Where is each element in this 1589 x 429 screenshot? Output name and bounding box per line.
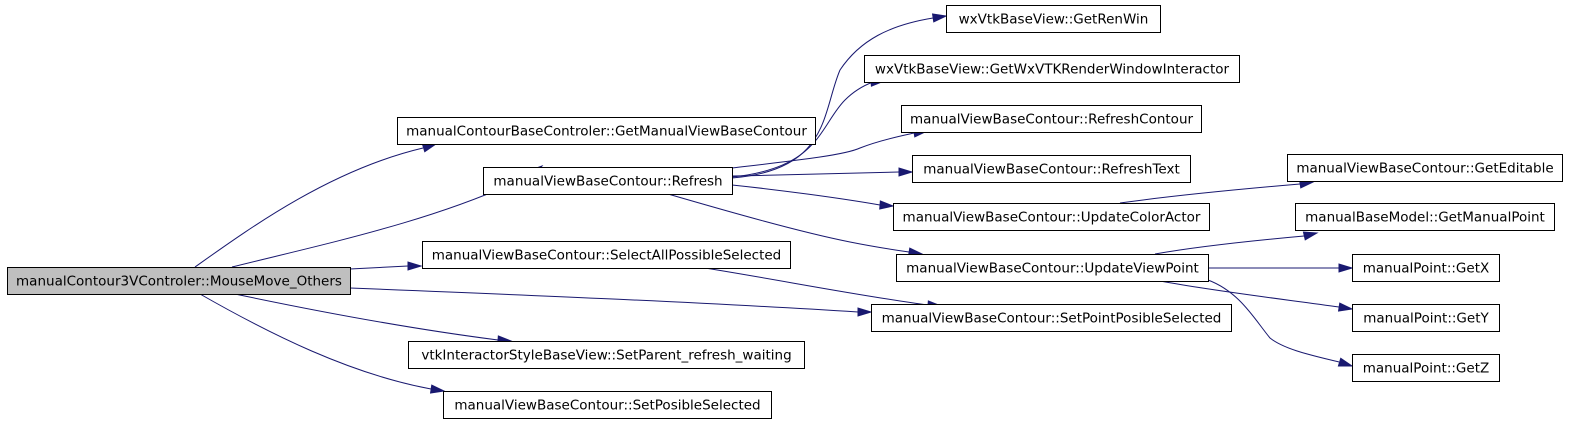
call-graph-node[interactable]: manualViewBaseContour::RefreshContour bbox=[901, 105, 1202, 133]
node-box bbox=[946, 5, 1161, 33]
node-box bbox=[1352, 254, 1500, 282]
node-box bbox=[1287, 154, 1563, 182]
edge-n2-to-n10 bbox=[731, 167, 914, 177]
call-graph-node[interactable]: wxVtkBaseView::GetWxVTKRenderWindowInter… bbox=[864, 55, 1240, 83]
edge-n0-to-n5 bbox=[234, 293, 513, 345]
edge-n12-to-n17 bbox=[1207, 279, 1354, 367]
call-graph-node[interactable]: manualPoint::GetX bbox=[1352, 254, 1500, 282]
node-label: manualViewBaseContour::SetPosibleSelecte… bbox=[454, 398, 760, 414]
node-label: manualContourBaseControler::GetManualVie… bbox=[406, 124, 807, 140]
node-box bbox=[483, 167, 733, 195]
call-graph-root-node[interactable]: manualContour3VControler::MouseMove_Othe… bbox=[7, 267, 351, 295]
edge-n0-to-n1 bbox=[194, 143, 438, 268]
call-graph-node[interactable]: manualViewBaseContour::UpdateColorActor bbox=[893, 203, 1210, 231]
node-box bbox=[7, 267, 351, 295]
call-graph-node[interactable]: manualViewBaseContour::UpdateViewPoint bbox=[896, 254, 1209, 282]
call-graph-node[interactable]: manualViewBaseContour::RefreshText bbox=[912, 155, 1191, 183]
edge-line bbox=[1119, 183, 1301, 204]
edge-line bbox=[731, 184, 881, 206]
arrowhead-icon bbox=[898, 167, 914, 177]
call-graph-node[interactable]: manualViewBaseContour::SetPosibleSelecte… bbox=[443, 391, 772, 419]
call-graph-node[interactable]: manualViewBaseContour::SetPointPosibleSe… bbox=[871, 304, 1232, 332]
node-box bbox=[901, 105, 1202, 133]
node-box bbox=[422, 241, 791, 269]
edge-line bbox=[349, 287, 859, 313]
call-graph-node[interactable]: manualContourBaseControler::GetManualVie… bbox=[397, 117, 816, 145]
node-label: manualViewBaseContour::UpdateViewPoint bbox=[906, 261, 1199, 277]
node-box bbox=[871, 304, 1232, 332]
arrowhead-icon bbox=[1337, 302, 1354, 312]
edge-line bbox=[1207, 279, 1340, 363]
edge-n2-to-n11 bbox=[731, 184, 895, 210]
node-box bbox=[1295, 203, 1555, 231]
node-box bbox=[896, 254, 1209, 282]
edge-n0-to-n4 bbox=[349, 287, 873, 317]
edge-line bbox=[731, 171, 900, 177]
node-label: manualPoint::GetZ bbox=[1363, 361, 1489, 377]
node-label: manualPoint::GetY bbox=[1363, 311, 1489, 327]
call-graph-node[interactable]: manualPoint::GetZ bbox=[1352, 354, 1500, 382]
arrowhead-icon bbox=[1338, 263, 1354, 273]
node-box bbox=[443, 391, 772, 419]
node-label: wxVtkBaseView::GetRenWin bbox=[959, 12, 1149, 28]
node-label: manualViewBaseContour::GetEditable bbox=[1296, 161, 1553, 177]
arrowhead-icon bbox=[931, 13, 948, 23]
edge-line bbox=[731, 81, 874, 178]
arrowhead-icon bbox=[879, 200, 895, 210]
edge-line bbox=[194, 147, 424, 268]
node-label: vtkInteractorStyleBaseView::SetParent_re… bbox=[421, 348, 791, 364]
edge-line bbox=[667, 193, 910, 253]
edge-line bbox=[234, 293, 499, 341]
arrowhead-icon bbox=[429, 384, 446, 394]
edge-n12-to-n14 bbox=[1154, 231, 1319, 255]
edge-n0-to-n6 bbox=[199, 293, 446, 394]
arrowhead-icon bbox=[1337, 357, 1354, 367]
node-box bbox=[1352, 304, 1500, 332]
call-graph-node[interactable]: wxVtkBaseView::GetRenWin bbox=[946, 5, 1161, 33]
edge-line bbox=[1154, 235, 1305, 255]
edge-line bbox=[731, 17, 934, 179]
arrowhead-icon bbox=[1302, 231, 1319, 241]
call-graph-node[interactable]: vtkInteractorStyleBaseView::SetParent_re… bbox=[408, 341, 805, 369]
node-label: wxVtkBaseView::GetWxVTKRenderWindowInter… bbox=[875, 62, 1230, 78]
edge-line bbox=[349, 265, 409, 270]
arrowhead-icon bbox=[421, 143, 438, 153]
node-box bbox=[893, 203, 1210, 231]
call-graph-nodes: manualContour3VControler::MouseMove_Othe… bbox=[7, 5, 1563, 419]
node-label: manualContour3VControler::MouseMove_Othe… bbox=[16, 274, 342, 290]
call-graph-node[interactable]: manualViewBaseContour::Refresh bbox=[483, 167, 733, 195]
edge-n0-to-n3 bbox=[349, 261, 423, 271]
call-graph-node[interactable]: manualBaseModel::GetManualPoint bbox=[1295, 203, 1555, 231]
node-label: manualViewBaseContour::Refresh bbox=[493, 174, 722, 190]
node-box bbox=[912, 155, 1191, 183]
edge-line bbox=[731, 132, 915, 169]
node-box bbox=[408, 341, 805, 369]
edge-n12-to-n15 bbox=[1208, 263, 1354, 273]
node-label: manualViewBaseContour::SetPointPosibleSe… bbox=[882, 311, 1222, 327]
node-label: manualViewBaseContour::RefreshContour bbox=[910, 112, 1194, 128]
node-label: manualBaseModel::GetManualPoint bbox=[1305, 210, 1545, 226]
call-graph-node[interactable]: manualViewBaseContour::GetEditable bbox=[1287, 154, 1563, 182]
node-box bbox=[397, 117, 816, 145]
edge-n2-to-n7 bbox=[731, 13, 948, 179]
edge-line bbox=[1159, 280, 1340, 308]
node-box bbox=[1352, 354, 1500, 382]
node-label: manualViewBaseContour::SelectAllPossible… bbox=[432, 248, 782, 264]
node-label: manualPoint::GetX bbox=[1363, 261, 1489, 277]
arrowhead-icon bbox=[407, 261, 423, 271]
node-box bbox=[864, 55, 1240, 83]
call-graph-node[interactable]: manualPoint::GetY bbox=[1352, 304, 1500, 332]
edge-n12-to-n16 bbox=[1159, 280, 1354, 312]
edge-line bbox=[199, 293, 432, 390]
edge-n11-to-n13 bbox=[1119, 179, 1315, 204]
call-graph-node[interactable]: manualViewBaseContour::SelectAllPossible… bbox=[422, 241, 791, 269]
node-label: manualViewBaseContour::RefreshText bbox=[923, 162, 1180, 178]
node-label: manualViewBaseContour::UpdateColorActor bbox=[903, 210, 1201, 226]
edge-line bbox=[704, 267, 929, 306]
arrowhead-icon bbox=[857, 307, 873, 317]
